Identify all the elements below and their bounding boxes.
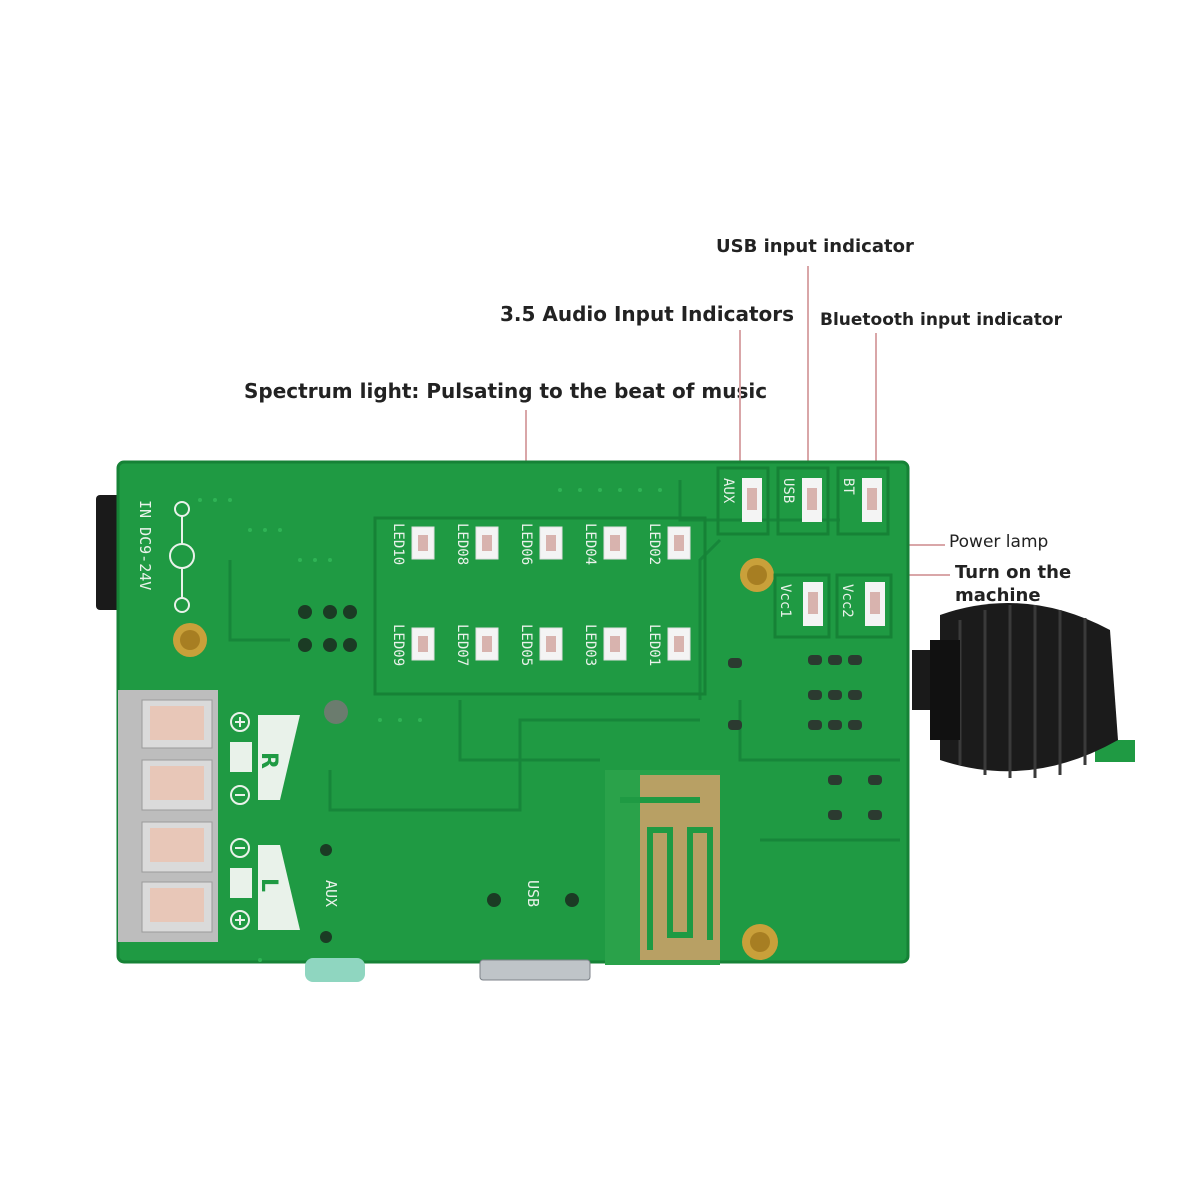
led-label: LED08	[454, 523, 470, 565]
led-label: LED01	[646, 624, 662, 666]
led-label: LED06	[518, 523, 534, 565]
led-led07: LED07	[454, 624, 499, 666]
bluetooth-antenna	[605, 770, 720, 965]
led-row-bottom: LED09 LED07 LED05 LED03 LED01	[390, 624, 691, 666]
indicator-aux: AUX	[716, 466, 770, 536]
indicator-label: AUX	[720, 478, 736, 504]
audio-input-indicators-label: 3.5 Audio Input Indicators	[500, 302, 795, 326]
led-led04: LED04	[582, 523, 627, 565]
vcc-indicators: Vcc1 Vcc2	[773, 573, 893, 639]
indicator-bt: BT	[836, 466, 890, 536]
input-indicators: AUX USB BT	[716, 466, 890, 536]
indicator-label: Vcc2	[839, 584, 855, 618]
usb-port	[479, 959, 591, 981]
screw	[742, 924, 778, 960]
speaker-terminal-block	[118, 690, 218, 942]
aux-jack	[305, 958, 365, 982]
usb-port-label: USB	[524, 880, 542, 907]
indicator-vcc1: Vcc1	[773, 573, 831, 639]
led-led08: LED08	[454, 523, 499, 565]
indicator-label: USB	[780, 478, 796, 503]
led-led06: LED06	[518, 523, 563, 565]
bluetooth-input-indicator-label: Bluetooth input indicator	[820, 310, 1062, 330]
led-label: LED04	[582, 523, 598, 565]
channel-l-label: L	[256, 878, 281, 892]
led-label: LED10	[390, 523, 406, 565]
led-label: LED07	[454, 624, 470, 666]
led-led05: LED05	[518, 624, 563, 666]
indicator-vcc2: Vcc2	[835, 573, 893, 639]
led-label: LED09	[390, 624, 406, 666]
channel-r-label: R	[256, 752, 281, 769]
indicator-usb: USB	[776, 466, 830, 536]
led-led01: LED01	[646, 624, 691, 666]
screw	[740, 558, 774, 592]
indicator-label: BT	[840, 478, 856, 495]
led-row-top: LED10 LED08 LED06 LED04 LED02	[390, 523, 691, 565]
led-led09: LED09	[390, 624, 435, 666]
led-led02: LED02	[646, 523, 691, 565]
spectrum-led-area	[373, 516, 707, 696]
aux-port-label: AUX	[322, 880, 340, 907]
volume-knob[interactable]	[912, 603, 1135, 778]
led-led03: LED03	[582, 624, 627, 666]
usb-input-indicator-label: USB input indicator	[716, 236, 914, 257]
screw	[173, 623, 207, 657]
power-input-label: IN DC9-24V	[136, 500, 154, 590]
power-lamp-label: Power lamp	[949, 532, 1049, 552]
led-label: LED02	[646, 523, 662, 565]
indicator-label: Vcc1	[777, 584, 793, 618]
led-label: LED03	[582, 624, 598, 666]
led-label: LED05	[518, 624, 534, 666]
led-led10: LED10	[390, 523, 435, 565]
spectrum-light-label: Spectrum light: Pulsating to the beat of…	[244, 379, 768, 403]
